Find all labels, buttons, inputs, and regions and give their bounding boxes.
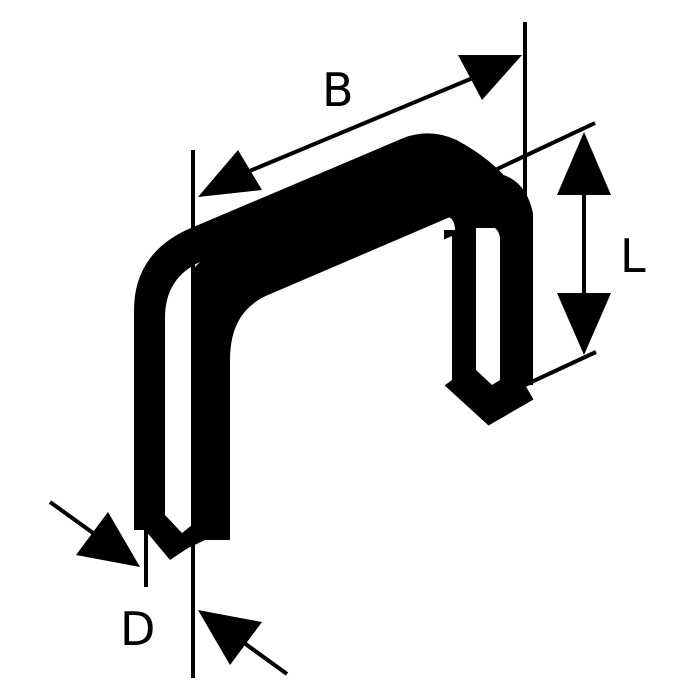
- dimension-l: L: [557, 132, 646, 355]
- arrow-left-icon: [198, 150, 262, 197]
- staple-shape: [145, 146, 528, 560]
- label-b: B: [322, 63, 354, 117]
- dimension-b: B: [198, 55, 522, 197]
- arrow-d-left-icon: [76, 512, 140, 567]
- staple-shape-detail: [134, 133, 534, 552]
- dimension-d: D: [48, 500, 289, 676]
- arrow-down-icon: [557, 293, 611, 355]
- extension-lines: [144, 22, 597, 678]
- label-d: D: [120, 602, 155, 656]
- arrow-d-right-icon: [198, 610, 262, 665]
- arrow-up-icon: [557, 132, 611, 195]
- arrow-right-icon: [458, 55, 522, 100]
- label-l: L: [620, 229, 646, 283]
